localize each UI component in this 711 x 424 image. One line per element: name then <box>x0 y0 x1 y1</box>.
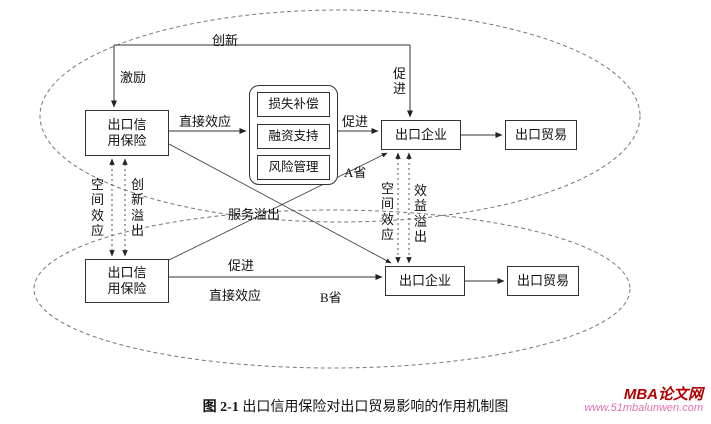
label-promote-down: 促进 <box>392 66 406 97</box>
label-direct-effect-b: 直接效应 <box>209 288 262 303</box>
label-incentive: 激励 <box>120 70 147 85</box>
trade-box-a: 出口贸易 <box>505 120 577 150</box>
watermark-site-name: MBA论文网 <box>623 386 703 403</box>
insurance-box-b: 出口信用保险 <box>85 259 169 303</box>
label-innovation-spillover: 创新溢出 <box>130 177 144 238</box>
label-service-spillover: 服务溢出 <box>228 207 281 222</box>
label-province-b: B省 <box>320 290 342 305</box>
watermark-site-url: www.51mbalunwen.com <box>584 402 703 414</box>
province-a-ellipse <box>39 9 641 223</box>
label-innovation: 创新 <box>212 33 239 48</box>
enterprise-box-b: 出口企业 <box>385 266 465 296</box>
function-box-loss-compensation: 损失补偿 <box>257 92 330 117</box>
function-box-risk-management: 风险管理 <box>257 155 330 180</box>
function-box-financing-support: 融资支持 <box>257 124 330 149</box>
enterprise-box-a: 出口企业 <box>381 120 461 150</box>
province-b-ellipse <box>33 209 631 369</box>
trade-box-b: 出口贸易 <box>507 266 579 296</box>
insurance-label-a: 出口信用保险 <box>107 116 147 148</box>
edge-service-spillover-a-to-b <box>168 143 392 264</box>
label-spatial-effect-right: 空间效应 <box>380 181 394 242</box>
label-promote-a: 促进 <box>342 114 369 129</box>
insurance-box-a: 出口信用保险 <box>85 110 169 156</box>
label-province-a: A省 <box>344 165 367 180</box>
figure-caption: 图 2-1 出口信用保险对出口贸易影响的作用机制图 <box>0 396 711 416</box>
figure-caption-number: 图 2-1 <box>202 400 239 415</box>
label-benefit-spillover: 效益溢出 <box>413 183 427 244</box>
figure-caption-text: 出口信用保险对出口贸易影响的作用机制图 <box>238 400 509 415</box>
label-spatial-effect-left: 空间效应 <box>90 177 104 238</box>
edge-service-spillover-b-to-a <box>168 152 388 261</box>
insurance-label-b: 出口信用保险 <box>107 264 147 296</box>
label-promote-b: 促进 <box>228 258 255 273</box>
label-direct-effect-a: 直接效应 <box>179 114 232 129</box>
functions-container: 损失补偿 融资支持 风险管理 <box>249 85 338 185</box>
